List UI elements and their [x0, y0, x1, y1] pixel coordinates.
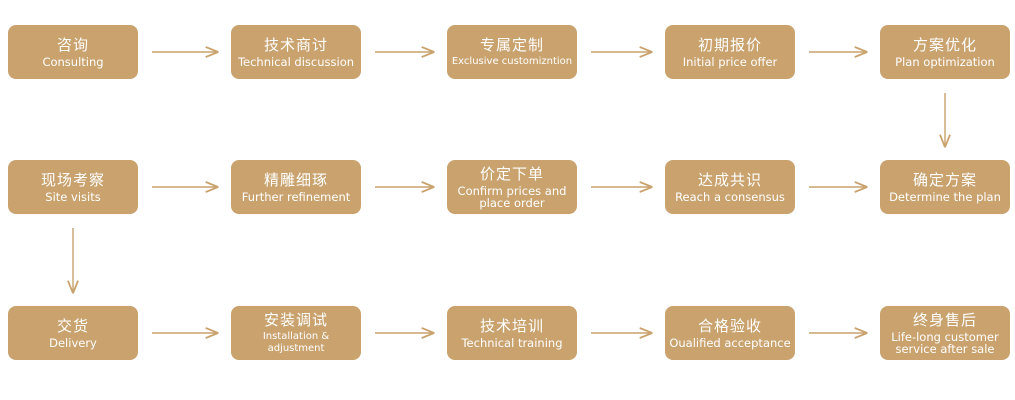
node-delivery: 交货 Delivery — [8, 306, 138, 360]
node-installation: 安装调试 Installation & adjustment — [231, 306, 361, 360]
node-label-zh: 技术商讨 — [263, 36, 328, 54]
node-lifelong-service: 终身售后 Life-long customer service after sa… — [880, 306, 1010, 360]
node-determine-plan: 确定方案 Determine the plan — [880, 160, 1010, 214]
node-further-refinement: 精雕细琢 Further refinement — [231, 160, 361, 214]
node-plan-optimization: 方案优化 Plan optimization — [880, 25, 1010, 79]
node-label-en: Consulting — [42, 55, 104, 69]
node-label-zh: 价定下单 — [479, 165, 544, 183]
node-initial-price-offer: 初期报价 Initial price offer — [665, 25, 795, 79]
node-technical-discussion: 技术商讨 Technical discussion — [231, 25, 361, 79]
node-label-en: Delivery — [49, 336, 97, 350]
node-label-zh: 咨询 — [56, 36, 89, 54]
node-label-zh: 交货 — [56, 317, 89, 335]
node-label-en: Confirm prices and place order — [457, 184, 567, 210]
node-label-zh: 合格验收 — [697, 317, 762, 335]
node-technical-training: 技术培训 Technical training — [447, 306, 577, 360]
node-confirm-prices: 价定下单 Confirm prices and place order — [447, 160, 577, 214]
node-label-en: Technical discussion — [237, 55, 355, 69]
node-exclusive-customization: 专属定制 Exclusive customizntion — [447, 25, 577, 79]
node-label-en: Reach a consensus — [675, 190, 785, 204]
node-label-zh: 方案优化 — [912, 36, 977, 54]
node-label-en: Initial price offer — [682, 55, 778, 69]
node-label-zh: 初期报价 — [697, 36, 762, 54]
node-reach-consensus: 达成共识 Reach a consensus — [665, 160, 795, 214]
node-label-zh: 精雕细琢 — [263, 171, 328, 189]
node-label-zh: 达成共识 — [697, 171, 762, 189]
node-label-en: Life-long customer service after sale — [891, 330, 999, 356]
node-label-zh: 终身售后 — [912, 311, 977, 329]
node-label-en: Technical training — [461, 336, 563, 350]
node-label-zh: 确定方案 — [912, 171, 977, 189]
node-qualified-acceptance: 合格验收 Oualified acceptance — [665, 306, 795, 360]
node-label-en: Further refinement — [241, 190, 351, 204]
node-site-visits: 现场考察 Site visits — [8, 160, 138, 214]
node-label-en: Exclusive customizntion — [451, 56, 573, 67]
node-label-en: Site visits — [45, 190, 101, 204]
node-label-en: Plan optimization — [895, 55, 995, 69]
node-label-zh: 现场考察 — [40, 171, 105, 189]
node-consulting: 咨询 Consulting — [8, 25, 138, 79]
node-label-en: Determine the plan — [889, 190, 1001, 204]
node-label-en: Installation & adjustment — [262, 331, 330, 354]
node-label-zh: 专属定制 — [479, 36, 544, 54]
node-label-en: Oualified acceptance — [669, 336, 791, 350]
node-label-zh: 技术培训 — [479, 317, 544, 335]
node-label-zh: 安装调试 — [263, 311, 328, 329]
